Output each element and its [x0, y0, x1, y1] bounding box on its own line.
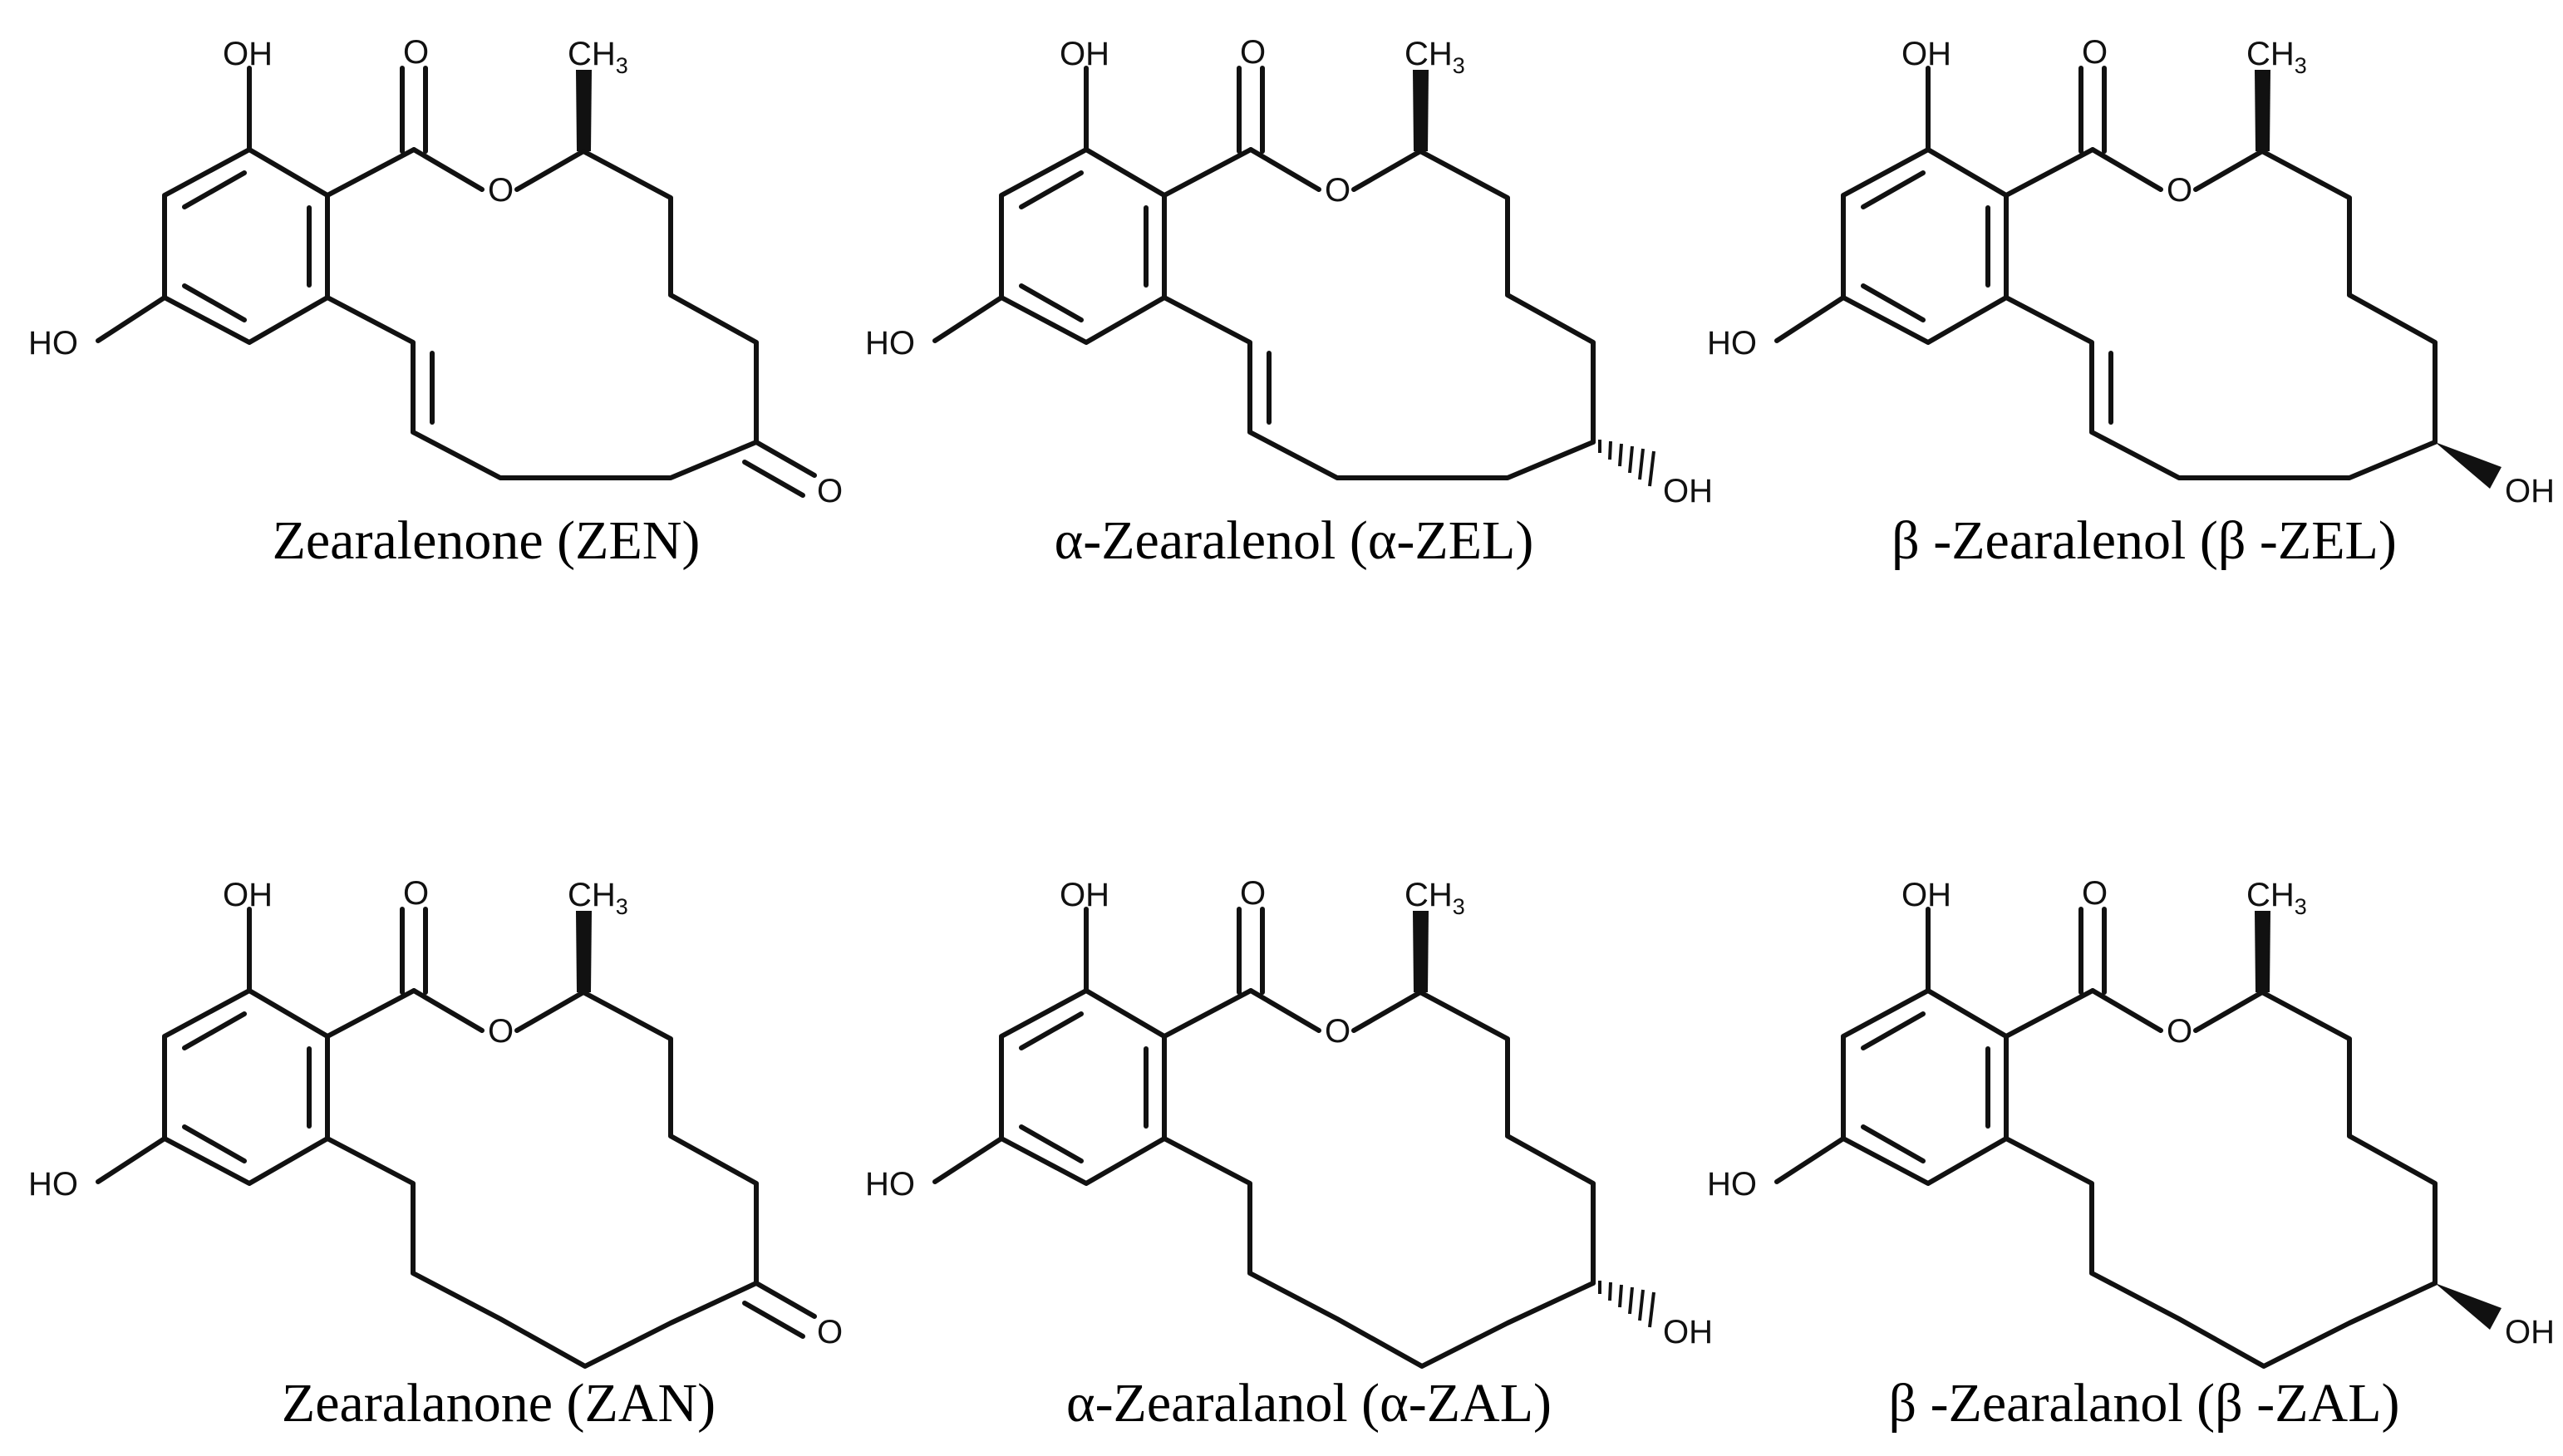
- structure-beta-zearalanol: OH HO O O CH3 OH β -Zearalanol (β -ZAL): [1707, 875, 2555, 1434]
- structure-alpha-zearalanol: OH HO O O CH3 OH α-Zearalanol (α-ZAL): [865, 875, 1713, 1434]
- hydroxyl-label: OH: [223, 36, 273, 72]
- phenol-label: HO: [28, 1166, 78, 1203]
- carbonyl-oxygen-label: O: [2082, 875, 2108, 912]
- ketone-oxygen-label: O: [817, 473, 843, 509]
- hydroxyl-label: OH: [1901, 877, 1951, 913]
- caption-b-zal: β -Zearalanol (β -ZAL): [1888, 1373, 2399, 1434]
- carbonyl-oxygen-label: O: [403, 875, 429, 912]
- alcohol-label: OH: [1663, 473, 1713, 509]
- carbonyl-oxygen-label: O: [403, 34, 429, 71]
- methyl-label: CH3: [2246, 36, 2307, 78]
- structure-zearalenone: OH HO O O CH3 O Zearalenone (ZEN): [28, 34, 843, 571]
- ketone-oxygen-label: O: [817, 1314, 843, 1350]
- ring-oxygen-label: O: [2167, 172, 2192, 209]
- methyl-label: CH3: [1404, 36, 1465, 78]
- phenol-label: HO: [28, 325, 78, 362]
- phenol-label: HO: [1707, 1166, 1757, 1203]
- methyl-label: CH3: [1404, 877, 1465, 919]
- hydroxyl-label: OH: [1060, 877, 1109, 913]
- phenol-label: HO: [865, 325, 915, 362]
- caption-b-zel: β -Zearalenol (β -ZEL): [1892, 510, 2397, 571]
- hydroxyl-label: OH: [1060, 36, 1109, 72]
- caption-zen: Zearalenone (ZEN): [273, 510, 701, 571]
- methyl-label: CH3: [568, 877, 628, 919]
- caption-zan: Zearalanone (ZAN): [282, 1373, 716, 1434]
- ring-oxygen-label: O: [488, 172, 514, 209]
- alcohol-label: OH: [1663, 1314, 1713, 1350]
- caption-a-zel: α-Zearalenol (α-ZEL): [1055, 510, 1534, 571]
- carbonyl-oxygen-label: O: [1240, 34, 1266, 71]
- structure-beta-zearalenol: OH HO O O CH3 OH β -Zearalenol (β -ZEL): [1707, 34, 2555, 571]
- hydroxyl-label: OH: [1901, 36, 1951, 72]
- methyl-label: CH3: [568, 36, 628, 78]
- hydroxyl-label: OH: [223, 877, 273, 913]
- ring-oxygen-label: O: [1325, 1013, 1350, 1050]
- carbonyl-oxygen-label: O: [1240, 875, 1266, 912]
- ring-oxygen-label: O: [1325, 172, 1350, 209]
- ring-oxygen-label: O: [488, 1013, 514, 1050]
- caption-a-zal: α-Zearalanol (α-ZAL): [1066, 1373, 1552, 1434]
- alcohol-label: OH: [2505, 1314, 2555, 1350]
- phenol-label: HO: [865, 1166, 915, 1203]
- phenol-label: HO: [1707, 325, 1757, 362]
- carbonyl-oxygen-label: O: [2082, 34, 2108, 71]
- structure-zearalanone: OH HO O O CH3 O Zearalanone (ZAN): [28, 875, 843, 1434]
- ring-oxygen-label: O: [2167, 1013, 2192, 1050]
- alcohol-label: OH: [2505, 473, 2555, 509]
- structure-alpha-zearalenol: OH HO O O CH3 OH α-Zearalenol (α-ZEL): [865, 34, 1713, 571]
- methyl-label: CH3: [2246, 877, 2307, 919]
